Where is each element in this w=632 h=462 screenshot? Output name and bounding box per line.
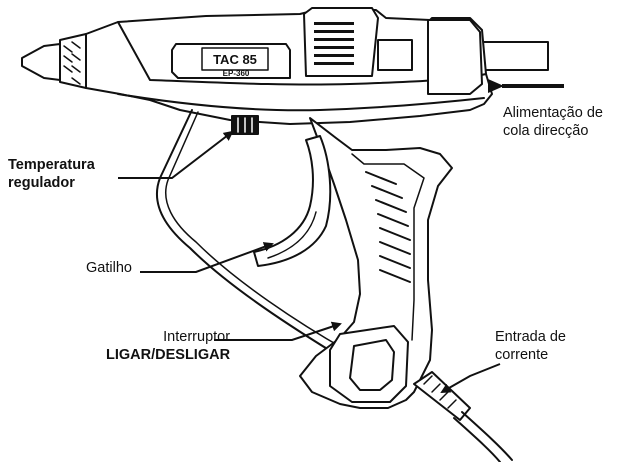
label-temperature-regulator: Temperatura regulador — [8, 156, 95, 192]
label-trigger: Gatilho — [86, 259, 132, 277]
label-power-line-2: corrente — [495, 346, 566, 364]
label-temperature-line-2: regulador — [8, 174, 95, 192]
feed-channel — [378, 40, 412, 70]
label-glue-feed-direction: Alimentação de cola direcção — [503, 104, 603, 140]
label-temperature-line-1: Temperatura — [8, 156, 95, 174]
callout-switch — [214, 324, 340, 340]
label-switch-line-2: LIGAR/DESLIGAR — [106, 346, 230, 364]
label-trigger-line-1: Gatilho — [86, 259, 132, 277]
badge-line-1: TAC 85 — [213, 52, 257, 67]
power-cable — [462, 412, 512, 460]
switch-button — [350, 340, 394, 390]
label-switch-line-1: Interruptor — [106, 328, 230, 346]
label-power-line-1: Entrada de — [495, 328, 566, 346]
callout-temperature — [118, 132, 232, 178]
label-power-input: Entrada de corrente — [495, 328, 566, 364]
callout-power — [442, 364, 500, 392]
label-glue-feed-line-1: Alimentação de — [503, 104, 603, 122]
badge-line-2: EP-360 — [223, 69, 250, 78]
label-glue-feed-line-2: cola direcção — [503, 122, 603, 140]
nozzle — [22, 44, 60, 80]
glue-gun-illustration — [22, 8, 548, 462]
label-on-off-switch: Interruptor LIGAR/DESLIGAR — [106, 328, 230, 364]
rear-cap — [428, 20, 482, 94]
callout-trigger — [140, 244, 272, 272]
top-housing — [304, 8, 378, 76]
